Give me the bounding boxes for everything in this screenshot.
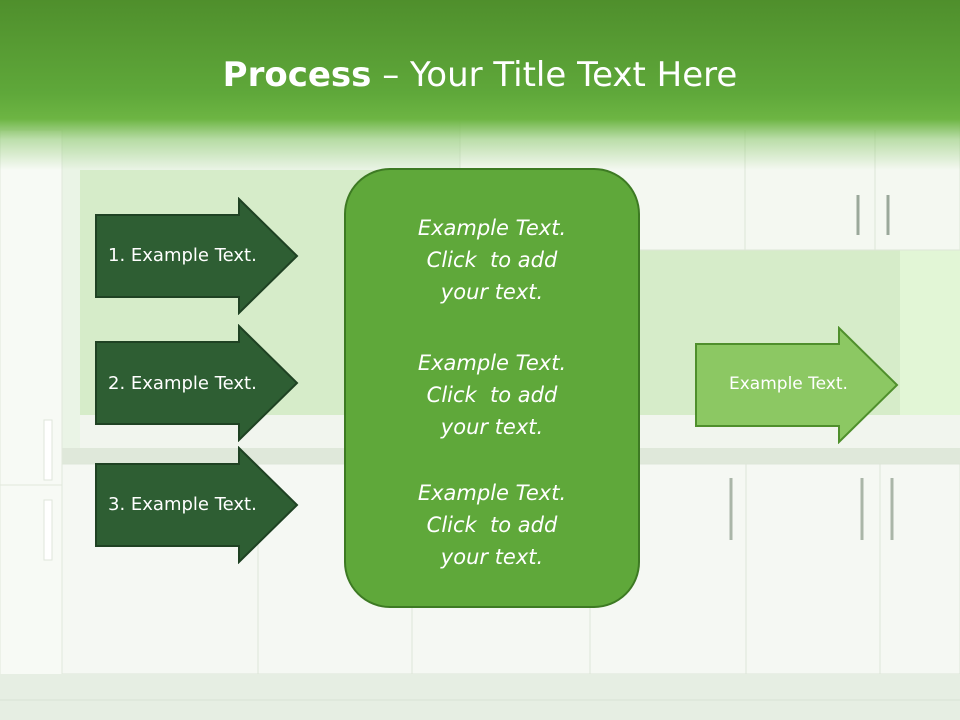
left-arrow-2 bbox=[95, 324, 299, 442]
center-text-box bbox=[344, 168, 640, 608]
right-arrow-label: Example Text. bbox=[729, 374, 848, 394]
right-arrow bbox=[695, 326, 899, 444]
center-paragraph-2-line1: Example Text. bbox=[417, 351, 567, 375]
center-paragraph-3-line3: your text. bbox=[440, 545, 544, 569]
center-paragraph-1-line2: Click to add bbox=[426, 248, 558, 272]
left-arrow-3-label: 3. Example Text. bbox=[108, 494, 257, 515]
center-paragraph-1: Example Text. Click to add your text. bbox=[344, 212, 640, 308]
center-paragraph-3-line1: Example Text. bbox=[417, 481, 567, 505]
center-paragraph-1-line1: Example Text. bbox=[417, 216, 567, 240]
center-paragraph-3: Example Text. Click to add your text. bbox=[344, 477, 640, 573]
left-arrow-2-label: 2. Example Text. bbox=[108, 373, 257, 394]
title-band bbox=[0, 0, 960, 170]
center-paragraph-2: Example Text. Click to add your text. bbox=[344, 347, 640, 443]
title-rest: Your Title Text Here bbox=[410, 55, 738, 95]
title-separator: – bbox=[371, 55, 411, 95]
left-arrow-3 bbox=[95, 446, 299, 564]
center-paragraph-2-line3: your text. bbox=[440, 415, 544, 439]
left-arrow-1-label: 1. Example Text. bbox=[108, 245, 257, 266]
slide-title: Process – Your Title Text Here bbox=[0, 52, 960, 98]
center-paragraph-3-line2: Click to add bbox=[426, 513, 558, 537]
center-paragraph-1-line3: your text. bbox=[440, 280, 544, 304]
left-arrow-1 bbox=[95, 197, 299, 315]
center-paragraph-2-line2: Click to add bbox=[426, 383, 558, 407]
title-bold: Process bbox=[222, 55, 372, 95]
